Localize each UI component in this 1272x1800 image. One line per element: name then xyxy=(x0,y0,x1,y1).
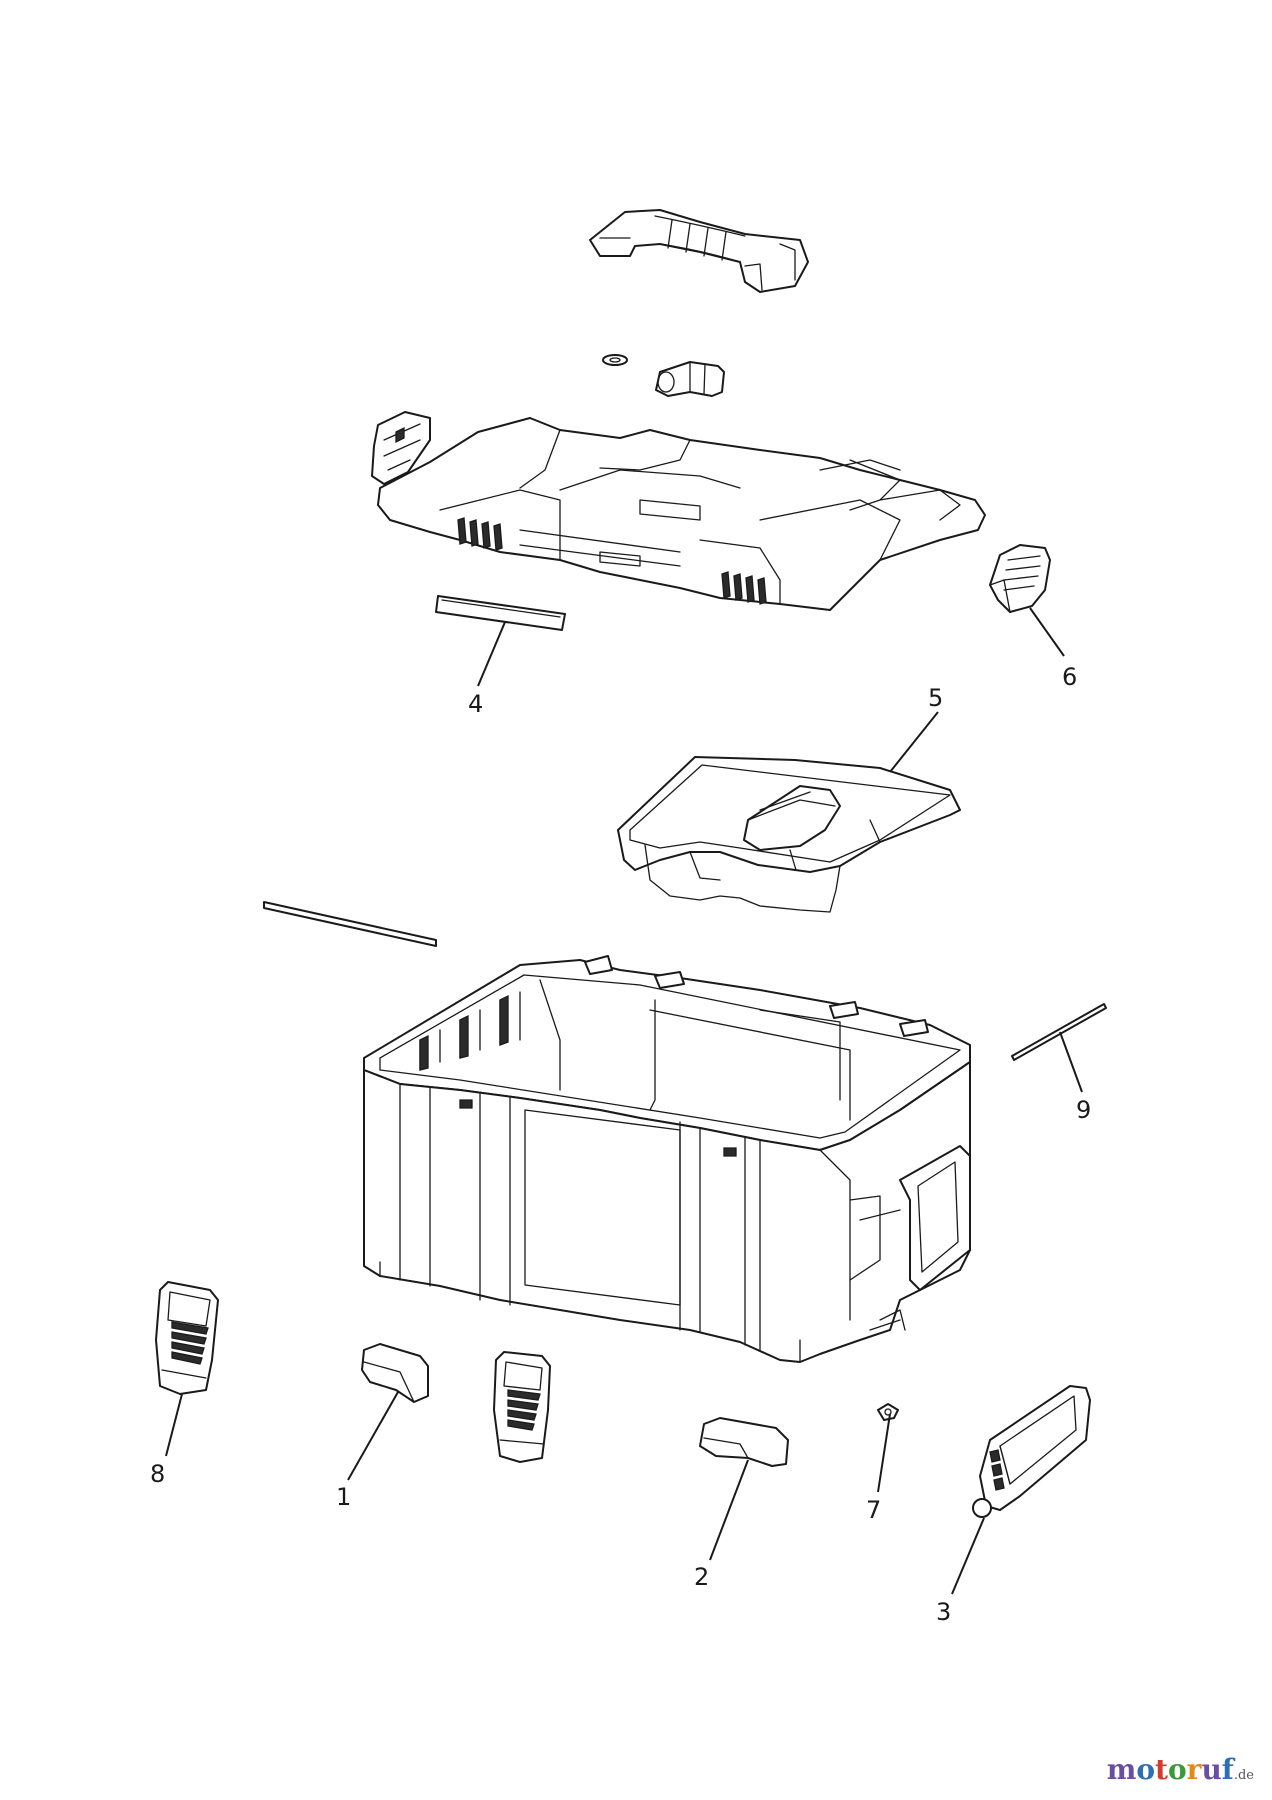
lid-grip-ribs-right xyxy=(721,571,767,605)
leader-6 xyxy=(1029,607,1065,657)
watermark-letter: t xyxy=(1155,1753,1168,1786)
leader-7 xyxy=(877,1413,891,1493)
latch-8-ribs xyxy=(171,1321,209,1365)
side-handle-ribs xyxy=(989,1449,1005,1491)
top-carry-handle xyxy=(589,209,809,293)
lid-hinge-left xyxy=(371,411,431,485)
leader-4 xyxy=(477,621,506,687)
callout-7: 7 xyxy=(866,1496,881,1524)
leader-5 xyxy=(889,711,939,773)
part-3-side-handle xyxy=(972,1385,1091,1518)
callout-2: 2 xyxy=(694,1563,709,1591)
part-7-spring-clip xyxy=(877,1403,899,1421)
hinge-clip xyxy=(655,361,725,397)
callout-4: 4 xyxy=(468,690,483,718)
part-1-foot-pad xyxy=(361,1343,429,1403)
washer xyxy=(602,354,628,366)
watermark-letter: o xyxy=(1136,1753,1156,1786)
watermark-letter: m xyxy=(1106,1753,1137,1786)
leader-lines xyxy=(165,607,1083,1595)
callout-8: 8 xyxy=(150,1460,165,1488)
leader-2 xyxy=(709,1459,749,1561)
callout-numbers: 1 2 3 4 5 6 7 8 9 xyxy=(150,663,1091,1626)
lid-grip-ribs-left xyxy=(457,517,503,551)
latch-center xyxy=(493,1351,551,1463)
toolbox-lid xyxy=(377,417,986,611)
part-9-hinge-pin xyxy=(1011,1003,1107,1061)
part-8-latch xyxy=(155,1281,219,1395)
leader-8 xyxy=(165,1393,183,1457)
part-2-foot-pad xyxy=(699,1417,789,1467)
toolbox-body xyxy=(363,955,971,1363)
leader-9 xyxy=(1059,1031,1083,1093)
leader-3 xyxy=(951,1517,985,1595)
part-4-label-strip xyxy=(435,595,566,631)
watermark-letter: f xyxy=(1221,1753,1234,1786)
watermark-letter: r xyxy=(1186,1753,1202,1786)
callout-5: 5 xyxy=(928,684,943,712)
part-5-tote-tray xyxy=(617,756,961,913)
part-6-latch-receiver xyxy=(989,544,1051,613)
leader-1 xyxy=(347,1391,399,1481)
hinge-pin-left xyxy=(263,901,437,947)
callout-6: 6 xyxy=(1062,663,1077,691)
motoruf-watermark: motoruf.de xyxy=(1107,1753,1254,1786)
watermark-suffix: .de xyxy=(1233,1768,1254,1783)
callout-3: 3 xyxy=(936,1598,951,1626)
callout-1: 1 xyxy=(336,1483,351,1511)
watermark-letter: u xyxy=(1201,1753,1222,1786)
watermark-letter: o xyxy=(1167,1753,1187,1786)
callout-9: 9 xyxy=(1076,1096,1091,1124)
